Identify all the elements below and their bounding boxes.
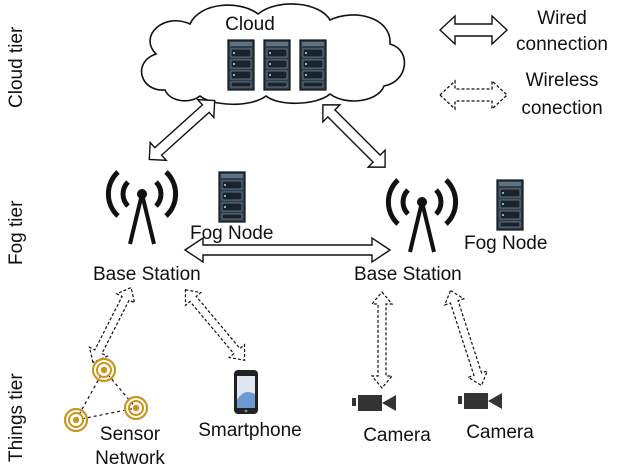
sensor-label-line1: Sensor (100, 424, 161, 445)
legend-wireless-line2: conection (521, 98, 602, 119)
camera-icon (458, 393, 502, 409)
wired-link-stations (183, 236, 392, 264)
wireless-link-sensor (88, 286, 136, 364)
server-icon (496, 179, 524, 231)
legend-wired-line2: connection (516, 34, 608, 55)
wired-link-cloud-left (148, 98, 216, 162)
sensor-label-line2: Network (95, 448, 165, 468)
smartphone-label: Smartphone (198, 420, 302, 441)
legend-wired-arrow-icon (438, 14, 509, 46)
sensor-icon (123, 395, 149, 421)
server-icon (218, 171, 246, 223)
fog-node-right: Fog Node (464, 233, 547, 254)
server-icon (227, 39, 255, 91)
base-station-left: Base Station (93, 264, 201, 285)
cloud-label: Cloud (225, 14, 275, 35)
wireless-link-smartphone (184, 289, 246, 361)
sensor-icon (63, 407, 89, 433)
antenna-icon (108, 172, 175, 244)
camera-right-label: Camera (466, 422, 534, 443)
base-station-right: Base Station (354, 264, 462, 285)
smartphone-icon (234, 370, 258, 414)
fog-node-left: Fog Node (190, 223, 273, 244)
wired-link-cloud-right (322, 104, 386, 168)
wireless-link-camera-left (370, 291, 394, 389)
camera-icon (352, 395, 396, 411)
tier-label-cloud: Cloud tier (6, 26, 27, 108)
camera-left-label: Camera (363, 425, 431, 446)
antenna-icon (388, 180, 455, 252)
legend-wireless-arrow-icon (439, 79, 508, 111)
wireless-link-camera-right (443, 289, 489, 387)
sensor-network (63, 357, 149, 433)
tier-label-fog: Fog tier (6, 200, 27, 265)
legend-wired-line1: Wired (537, 8, 587, 29)
legend-wireless-line1: Wireless (526, 70, 599, 91)
server-icon (299, 39, 327, 91)
server-icon (263, 39, 291, 91)
sensor-icon (91, 357, 117, 383)
tier-label-things: Things tier (6, 373, 27, 462)
